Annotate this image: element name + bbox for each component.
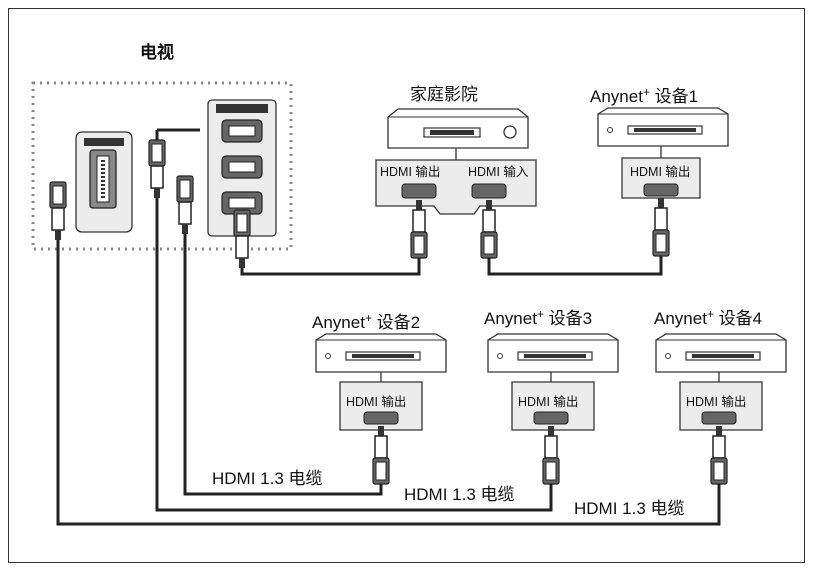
device1-port: HDMI 输出	[630, 165, 691, 179]
device4-label: Anynet+ 设备4	[654, 307, 763, 328]
device1-box	[597, 107, 729, 147]
tv-plug-rear-2	[176, 175, 194, 235]
tv-label: 电视	[140, 43, 174, 62]
device1-label: Anynet+ 设备1	[590, 85, 699, 106]
device4-port: HDMI 输出	[686, 395, 747, 409]
diagram-frame	[8, 8, 805, 563]
home-theater-label: 家庭影院	[410, 85, 478, 104]
cable-label-1: HDMI 1.3 电缆	[212, 469, 323, 488]
tv-outline	[31, 81, 293, 251]
cables	[56, 198, 721, 526]
cable-label-3: HDMI 1.3 电缆	[574, 499, 685, 518]
device3-panel	[511, 381, 595, 431]
device3-port: HDMI 输出	[518, 395, 579, 409]
tv-plug-side	[49, 181, 67, 241]
home-theater-port-in: HDMI 输入	[468, 165, 529, 179]
tv-plug-rear-3	[233, 209, 251, 269]
device4-panel	[679, 381, 763, 431]
device3-label: Anynet+ 设备3	[484, 307, 593, 328]
device2-panel	[339, 381, 423, 431]
device3-box	[487, 333, 619, 373]
tv-plug-rear-1	[148, 139, 166, 199]
cable-label-2: HDMI 1.3 电缆	[404, 485, 515, 504]
device2-port: HDMI 输出	[346, 395, 407, 409]
device2-label: Anynet+ 设备2	[312, 311, 421, 332]
home-theater-port-out: HDMI 输出	[380, 165, 441, 179]
device1-panel	[621, 157, 701, 199]
device2-box	[315, 333, 447, 373]
device4-box	[655, 333, 787, 373]
